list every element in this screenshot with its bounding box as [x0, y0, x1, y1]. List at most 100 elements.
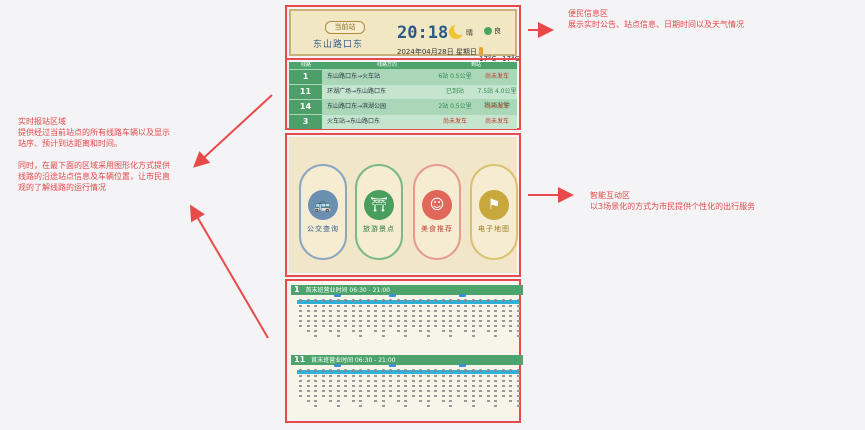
annotation-desc: 同时，在最下面的区域采用图形化方式提供 [18, 161, 170, 170]
stop-name-marker [434, 375, 437, 397]
annotation-title: 智能互动区 [590, 191, 630, 200]
stop-name-marker [314, 375, 317, 409]
stop-name-marker [441, 375, 445, 403]
map-icon: ⚑ [479, 190, 509, 220]
stop-dot [359, 299, 362, 302]
stop-name-marker [426, 305, 430, 339]
stop-name-marker [344, 305, 347, 327]
line-track [297, 370, 519, 374]
stop-dot [329, 369, 332, 372]
clock: 20:18 [397, 23, 449, 43]
stop-dot [381, 299, 385, 302]
interactive-panel: 🚌 公交查询 ⛩ 旅游景点 ☺ 美食推荐 ⚑ 电子地图 [289, 137, 518, 273]
stop-dot [351, 299, 355, 302]
service-tourism[interactable]: ⛩ 旅游景点 [355, 164, 403, 260]
stop-dot [404, 369, 407, 372]
stop-name-marker [471, 375, 475, 409]
line-map-header: 1 首末班营业时间 06:30 - 21:00 [291, 285, 523, 295]
stop-name-marker [396, 375, 400, 403]
stop-name-marker [336, 305, 340, 339]
line-track [297, 300, 519, 304]
stop-dot [344, 299, 347, 302]
stop-name-marker [479, 305, 482, 327]
stop-dot [479, 299, 482, 302]
service-map[interactable]: ⚑ 电子地图 [470, 164, 518, 260]
stop-dot [471, 299, 475, 302]
annotation-desc: 展示实时公告、站点信息、日期时间以及天气情况 [568, 20, 744, 29]
station-name: 东山路口东 [313, 40, 364, 50]
stop-dot [419, 369, 422, 372]
stop-dot [494, 369, 497, 372]
bus-position-marker [389, 364, 396, 367]
annotation-interactive: 智能互动区 以3场景化的方式为市民提供个性化的出行服务 [590, 190, 755, 212]
table-row[interactable]: 11 环湖广场→东山路口东 已到站 7.5站 4.0公里 约15分钟 [289, 85, 517, 109]
stop-dot [501, 299, 505, 302]
stop-dot [501, 369, 505, 372]
thermometer-icon [479, 47, 483, 55]
stop-dot [426, 369, 430, 372]
realtime-lines-highlight: 线路 线路方向 到站 1 东山路口东→火车站 6站 0.5公里 约5分钟 尚未发… [285, 58, 521, 130]
stop-name-marker [366, 305, 370, 327]
table-row[interactable]: 3 火车站→东山路口东 尚未发车 尚未发车 [289, 115, 517, 129]
stop-dot [336, 369, 340, 372]
stop-name-marker [449, 305, 452, 339]
arrow-realtime-down [189, 204, 269, 339]
stop-dot [456, 369, 460, 372]
stop-name-marker [456, 375, 460, 397]
stop-name-marker [494, 375, 497, 409]
stop-name-marker [381, 375, 385, 409]
stop-dot [404, 299, 407, 302]
stop-dot [449, 299, 452, 302]
stop-name-marker [389, 305, 392, 327]
bus-position-marker [389, 294, 396, 297]
stop-dot [344, 369, 347, 372]
stop-dot [516, 299, 520, 302]
stop-dot [389, 369, 392, 372]
line-map-number: 1 [294, 285, 300, 294]
stop-dot [471, 369, 475, 372]
stop-name-marker [329, 305, 332, 333]
stop-name-marker [426, 375, 430, 409]
stop-dot [359, 369, 362, 372]
service-food[interactable]: ☺ 美食推荐 [413, 164, 461, 260]
bus-icon: 🚌 [308, 190, 338, 220]
stop-dot [494, 299, 497, 302]
annotation-desc: 提供经过当前站点的所有线路车辆以及显示 [18, 128, 170, 137]
table-header: 线路 线路方向 到站 [289, 62, 517, 69]
weather-text: 晴 [466, 29, 473, 37]
stop-name-marker [494, 305, 497, 339]
stop-name-marker [419, 305, 422, 333]
stop-dot [299, 369, 302, 372]
interactive-area-highlight: 🚌 公交查询 ⛩ 旅游景点 ☺ 美食推荐 ⚑ 电子地图 [285, 133, 521, 277]
stop-name-marker [411, 375, 415, 397]
service-bus-query[interactable]: 🚌 公交查询 [299, 164, 347, 260]
stop-name-marker [464, 305, 467, 333]
stop-name-marker [456, 305, 460, 327]
stop-name-marker [501, 305, 505, 327]
stop-dot [321, 369, 325, 372]
smile-icon: ☺ [422, 190, 452, 220]
arrival-1: 尚未发车 [442, 118, 467, 125]
stop-dot [411, 299, 415, 302]
service-label: 旅游景点 [363, 225, 395, 233]
stop-name-marker [411, 305, 415, 327]
stop-name-marker [359, 375, 362, 409]
line-map-header: 11 首末班营业时间 06:30 - 21:00 [291, 355, 523, 365]
stop-dot [374, 369, 377, 372]
line-number: 3 [289, 115, 322, 129]
air-quality-value: 良 [494, 27, 501, 35]
stop-dot [441, 299, 445, 302]
stop-name-marker [404, 375, 407, 409]
stop-name-marker [441, 305, 445, 333]
lines-table: 线路 线路方向 到站 1 东山路口东→火车站 6站 0.5公里 约5分钟 尚未发… [289, 62, 517, 129]
line-number: 1 [289, 70, 322, 84]
line-route: 环湖广场→东山路口东 [327, 88, 387, 95]
stop-name-marker [516, 305, 520, 339]
stop-name-marker [381, 305, 385, 339]
stop-name-marker [449, 375, 452, 409]
stop-name-marker [404, 305, 407, 339]
stop-name-marker [434, 305, 437, 327]
line-number: 11 [289, 85, 322, 99]
line-maps: 1 首末班营业时间 06:30 - 21:00 11 首末班营业时间 06:30… [289, 283, 523, 419]
stop-name-marker [471, 305, 475, 339]
